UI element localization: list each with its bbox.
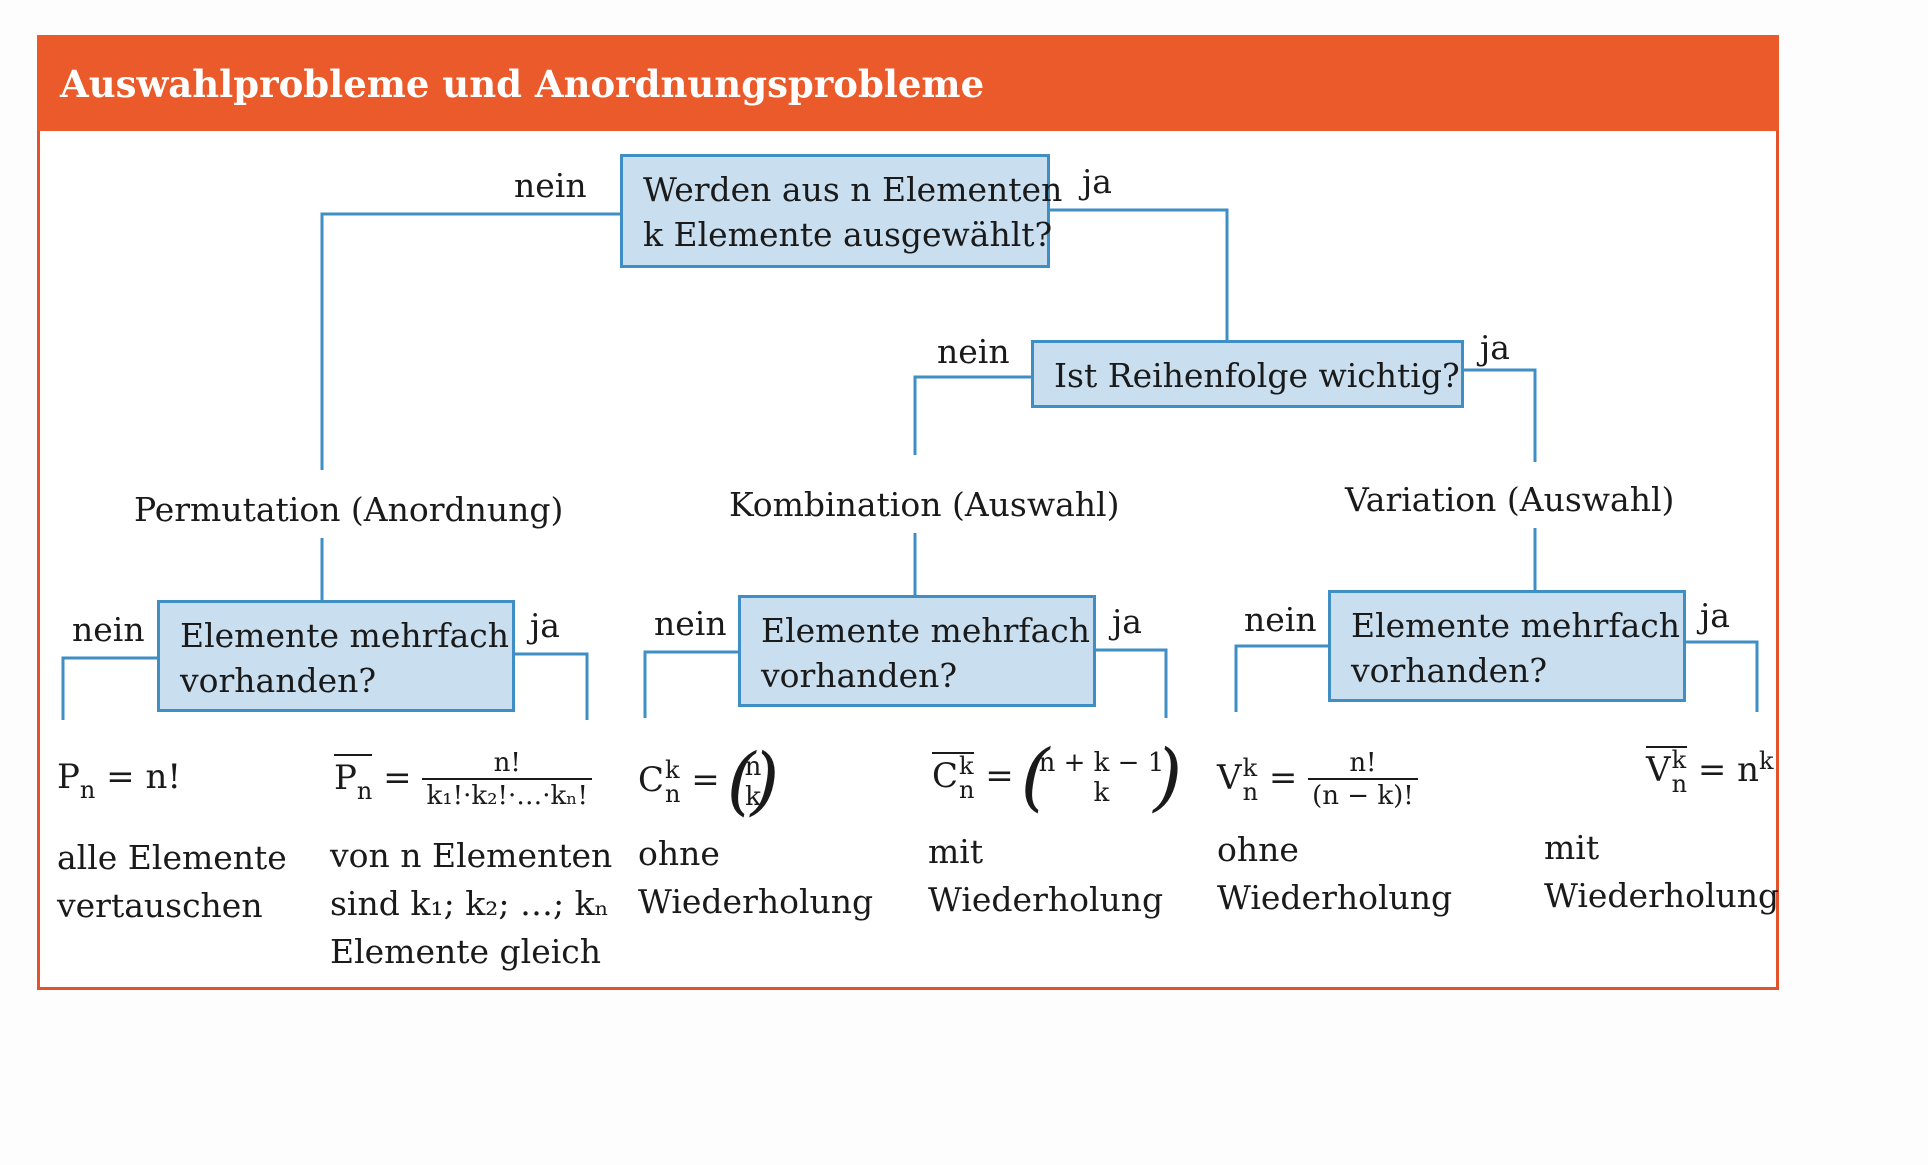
connector-root-yes <box>1048 208 1229 340</box>
connector-order-yes <box>1463 368 1537 462</box>
label-yes-perm: ja <box>530 606 560 645</box>
perm-fraction: n! k₁!·k₂!·…·kₙ! <box>422 748 592 812</box>
label-no-root: nein <box>514 166 587 205</box>
label-no-var: nein <box>1244 600 1317 639</box>
question-box-repeat-var: Elemente mehrfach vorhanden? <box>1328 590 1686 702</box>
label-yes-comb: ja <box>1112 602 1142 641</box>
var-fraction: n! (n − k)! <box>1308 748 1418 812</box>
connector-perm-no <box>61 656 160 720</box>
question-repeat-line2: vorhanden? <box>761 656 958 695</box>
question-repeat-line1: Elemente mehrfach <box>1351 606 1681 645</box>
category-combination: Kombination (Auswahl) <box>729 485 1120 524</box>
desc-comb-with: mit Wiederholung <box>928 832 1164 919</box>
question-root-line1: Werden aus n Elementen <box>643 170 1063 209</box>
question-repeat-line1: Elemente mehrfach <box>180 616 510 655</box>
page-title: Auswahlprobleme und Anordnungsprobleme <box>60 62 985 106</box>
connector-comb-no <box>643 650 739 718</box>
comb-binomial: ( n k ) <box>726 738 780 824</box>
question-box-order: Ist Reihenfolge wichtig? <box>1031 340 1464 408</box>
desc-perm-without: alle Elemente vertauschen <box>57 838 287 925</box>
label-no-comb: nein <box>654 604 727 643</box>
question-root-line2: k Elemente ausgewählt? <box>643 215 1053 254</box>
desc-var-with: mit Wiederholung <box>1544 828 1780 915</box>
question-order-text: Ist Reihenfolge wichtig? <box>1054 356 1460 395</box>
category-permutation: Permutation (Anordnung) <box>134 490 564 529</box>
desc-comb-without: ohne Wiederholung <box>638 834 874 921</box>
formula-perm-with: Pn = n! k₁!·k₂!·…·kₙ! <box>334 748 592 812</box>
question-repeat-line2: vorhanden? <box>180 661 377 700</box>
question-repeat-line1: Elemente mehrfach <box>761 611 1091 650</box>
title-banner <box>37 35 1779 131</box>
formula-perm-without: Pn = n! <box>57 757 182 804</box>
label-no-perm: nein <box>72 610 145 649</box>
label-yes-order: ja <box>1480 328 1510 367</box>
connector-root-no <box>320 212 620 470</box>
connector-var-yes <box>1683 640 1759 712</box>
question-box-root: Werden aus n Elementen k Elemente ausgew… <box>620 154 1063 268</box>
label-no-order: nein <box>937 332 1010 371</box>
category-variation: Variation (Auswahl) <box>1345 480 1675 519</box>
question-repeat-line2: vorhanden? <box>1351 651 1548 690</box>
comb-rep-binomial: ( n + k − 1 k ) <box>1020 734 1183 820</box>
connector-order-no <box>913 375 1031 455</box>
label-yes-var: ja <box>1700 596 1730 635</box>
desc-perm-with: von n Elementen sind k₁; k₂; …; kₙ Eleme… <box>330 836 613 971</box>
question-box-repeat-perm: Elemente mehrfach vorhanden? <box>157 600 515 712</box>
label-yes-root: ja <box>1082 162 1112 201</box>
perm-overline-symbol: Pn <box>334 754 373 803</box>
connector-comb-yes <box>1095 648 1168 718</box>
question-box-repeat-comb: Elemente mehrfach vorhanden? <box>738 595 1096 707</box>
connector-perm-yes <box>512 652 589 720</box>
connector-var-no <box>1234 644 1330 712</box>
desc-var-without: ohne Wiederholung <box>1217 830 1453 917</box>
